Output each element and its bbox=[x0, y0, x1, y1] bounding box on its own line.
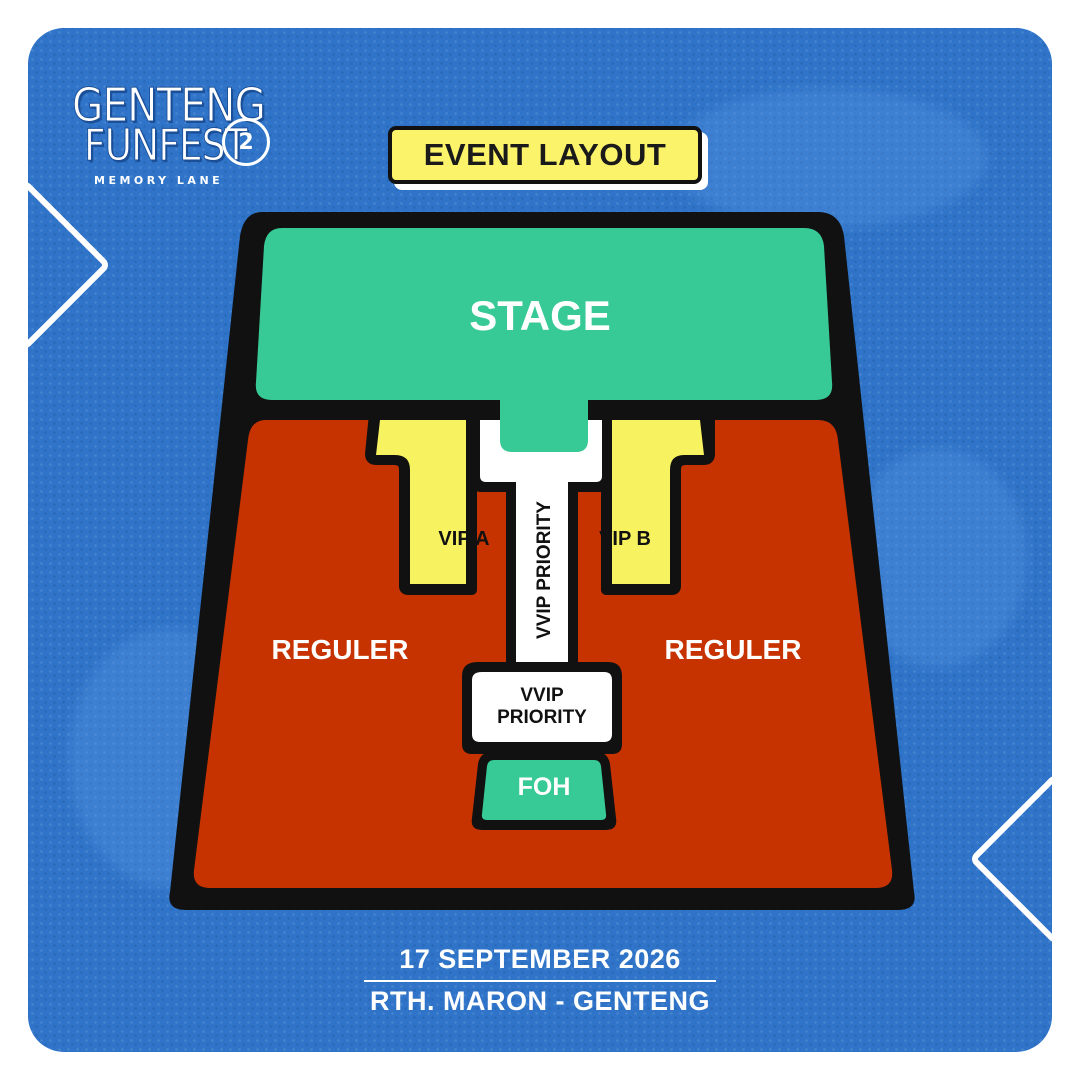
vvip-priority-aisle-label: VVIP PRIORITY bbox=[534, 501, 555, 639]
logo-tagline: MEMORY LANE bbox=[94, 174, 224, 187]
event-venue: RTH. MARON - GENTENG bbox=[370, 986, 710, 1016]
logo-edition-number: 2 bbox=[222, 118, 270, 166]
footer-divider bbox=[364, 980, 716, 982]
stage-label: STAGE bbox=[469, 292, 611, 339]
foh-label: FOH bbox=[518, 773, 571, 801]
stage-zone[interactable] bbox=[255, 228, 833, 452]
vip-a-zone[interactable] bbox=[365, 409, 477, 595]
vvip-priority-box[interactable] bbox=[462, 662, 622, 754]
vvip-priority-aisle[interactable] bbox=[470, 412, 612, 676]
event-layout-title: EVENT LAYOUT bbox=[388, 126, 702, 184]
reguler-right-label: REGULER bbox=[665, 634, 802, 665]
vip-b-label: VIP B bbox=[599, 528, 651, 550]
vvip-priority-box-label-line2: PRIORITY bbox=[497, 707, 587, 728]
background-blob bbox=[668, 88, 988, 228]
foh-zone[interactable] bbox=[471, 752, 617, 830]
reguler-left-label: REGULER bbox=[272, 634, 409, 665]
vip-b-zone[interactable] bbox=[601, 409, 715, 595]
vvip-priority-box-label-line1: VVIP bbox=[520, 685, 564, 706]
logo-line-2: FUNFEST bbox=[84, 120, 248, 172]
vip-a-label: VIP A bbox=[438, 528, 489, 550]
event-logo: GENTENG FUNFEST 2 MEMORY LANE bbox=[72, 78, 270, 187]
event-date: 17 SEPTEMBER 2026 bbox=[399, 944, 681, 974]
